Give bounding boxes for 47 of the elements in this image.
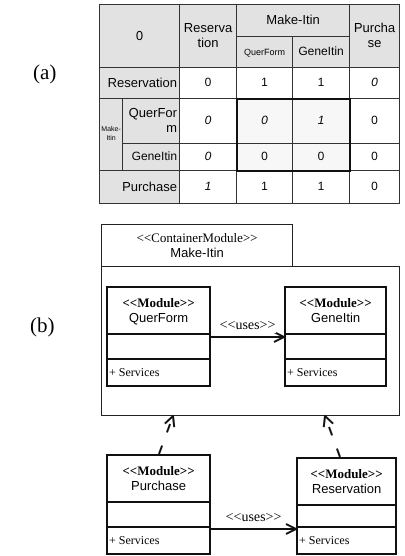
matrix-cell: 0 bbox=[180, 68, 237, 99]
matrix-cell: 1 bbox=[293, 99, 350, 144]
matrix-cell: 0 bbox=[350, 68, 400, 99]
services-text: + Services bbox=[109, 365, 160, 380]
header-cell: QuerForm bbox=[237, 37, 293, 68]
matrix-cell: 0 bbox=[350, 99, 400, 144]
dependency-arrow bbox=[158, 415, 176, 454]
dependency-arrow bbox=[322, 415, 341, 458]
module-box bbox=[106, 286, 211, 387]
uses-arrow bbox=[211, 523, 297, 535]
module-box bbox=[296, 457, 397, 555]
services-text: + Services bbox=[109, 533, 160, 548]
panel-label: (b) bbox=[30, 313, 54, 338]
header-cell: Make-Itin bbox=[237, 5, 350, 37]
module-box bbox=[284, 286, 387, 387]
header-cell: Reservation bbox=[180, 5, 237, 68]
stereotype-text: <<Module>> bbox=[122, 462, 195, 478]
module-name: QuerForm bbox=[128, 310, 188, 326]
uses-arrow bbox=[211, 331, 285, 343]
edge-label: <<uses>> bbox=[218, 318, 276, 334]
services-text: + Services bbox=[299, 533, 350, 548]
module-box bbox=[106, 454, 211, 555]
stereotype-text: <<Module>> bbox=[310, 466, 383, 482]
matrix-cell: 0 bbox=[237, 144, 293, 171]
header-cell: GeneItin bbox=[123, 144, 180, 171]
header-cell: Purchase bbox=[100, 171, 180, 204]
stereotype-text: <<Module>> bbox=[122, 294, 195, 310]
module-name: GeneItin bbox=[310, 310, 360, 326]
header-cell: 0 bbox=[100, 5, 180, 68]
stereotype-text: <<ContainerModule>> bbox=[136, 230, 258, 246]
matrix-cell: 1 bbox=[237, 171, 293, 204]
matrix-cell: 0 bbox=[293, 144, 350, 171]
matrix-cell: 0 bbox=[350, 171, 400, 204]
package-name: Make-Itin bbox=[170, 245, 224, 262]
header-cell: Purchase bbox=[350, 5, 400, 68]
stereotype-text: <<Module>> bbox=[299, 294, 372, 310]
header-cell: GeneItin bbox=[293, 37, 350, 68]
matrix-cell: 1 bbox=[293, 171, 350, 204]
module-name: Reservation bbox=[312, 481, 382, 498]
matrix-cell: 0 bbox=[237, 99, 293, 144]
panel-label: (a) bbox=[33, 60, 56, 85]
header-cell: Reservation bbox=[100, 68, 180, 99]
matrix-cell: 0 bbox=[350, 144, 400, 171]
header-cell: QuerForm bbox=[123, 99, 180, 144]
matrix-cell: 1 bbox=[180, 171, 237, 204]
module-name: Purchase bbox=[131, 478, 186, 494]
services-text: + Services bbox=[287, 365, 338, 380]
